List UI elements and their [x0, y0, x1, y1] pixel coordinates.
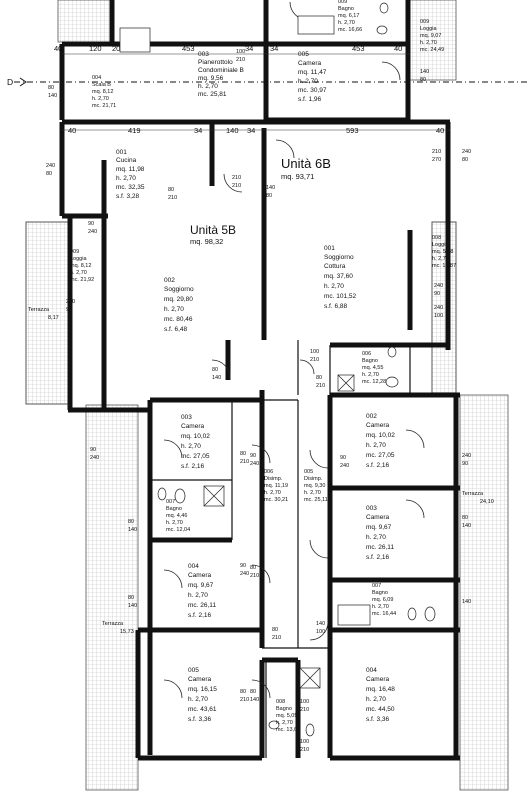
unit-5b-area: mq. 98,32 [190, 237, 224, 246]
door-dimension-label: 140 [316, 621, 326, 627]
door-dimension-label: 100 [236, 49, 246, 55]
door-dimension-label: 140 [212, 375, 222, 381]
door-dimension-label: 100 [434, 313, 444, 319]
door-dimension-label: 80 [48, 85, 55, 91]
door-dimension-label: 90 [90, 447, 97, 453]
door-dimension-label: 80 [272, 627, 279, 633]
section-marker: D [7, 77, 14, 87]
unit-6b-title: Unità 6B [281, 156, 331, 171]
door-dimension-label: 210 [310, 357, 320, 363]
door-dimension-label: 140 [266, 185, 276, 191]
door-dimension-label: 140 [128, 527, 138, 533]
bathroom-fixtures [119, 2, 436, 737]
door-dimension-label: 240 [340, 463, 350, 469]
door-dimension-label: 80 [420, 77, 427, 83]
door-dimension-label: 90 [462, 461, 469, 467]
door-dimension-label: 100 [300, 699, 310, 705]
door-dimension-label: 210 [300, 707, 310, 713]
door-dimension-label: 90 [250, 453, 257, 459]
door-dimension-label: 140 [462, 599, 472, 605]
door-dimension-label: 240 [462, 453, 472, 459]
door-dimension-label: 80 [266, 193, 273, 199]
door-dimension-label: 210 [272, 635, 282, 641]
door-dimension-label: 80 [316, 375, 323, 381]
terrace-left-area [25, 221, 71, 405]
door-dimension-label: 240 [88, 229, 98, 235]
stair-b-area [57, 0, 111, 43]
door-dimension-label: 140 [128, 603, 138, 609]
door-dimension-label: 80 [240, 689, 247, 695]
door-dimension-label: 80 [250, 689, 257, 695]
loggia-top-area [407, 0, 457, 81]
door-dimension-label: 100 [316, 629, 326, 635]
door-dimension-label: 210 [300, 747, 310, 753]
door-dimension-label: 140 [48, 93, 58, 99]
section-arrow-icon [19, 77, 27, 87]
door-dimension-label: 210 [232, 183, 242, 189]
door-dimension-label: 80 [128, 519, 135, 525]
door-dimension-label: 210 [240, 459, 250, 465]
terrace-bottom-left-area [85, 404, 139, 791]
unit-5b-title: Unità 5B [190, 223, 237, 237]
door-dimension-label: 90 [240, 563, 247, 569]
door-dimension-label: 240 [434, 305, 444, 311]
door-dimension-label: 80 [128, 595, 135, 601]
door-dimension-label: 210 [316, 383, 326, 389]
door-dimension-label: 140 [250, 697, 260, 703]
door-dimension-label: 90 [434, 291, 441, 297]
door-dimension-label: 210 [240, 697, 250, 703]
dimension-lines [62, 53, 450, 131]
door-dimension-label: 90 [66, 307, 73, 313]
door-dimension-label: 80 [462, 157, 469, 163]
door-dimension-label: 270 [432, 157, 442, 163]
door-dimension-label: 90 [88, 221, 95, 227]
door-dimension-label: 80 [46, 171, 53, 177]
door-dimension-label: 210 [250, 573, 260, 579]
door-dimension-label: 140 [420, 69, 430, 75]
door-dimension-label: 80 [168, 187, 175, 193]
terrace-right-area [459, 394, 509, 791]
interior-lines [150, 340, 411, 758]
door-dimension-label: 80 [250, 565, 257, 571]
door-dimension-label: 90 [340, 455, 347, 461]
door-dimension-label: 240 [90, 455, 100, 461]
door-dimension-label: 100 [310, 349, 320, 355]
door-dimension-label: 80 [462, 515, 469, 521]
door-dimension-label: 100 [300, 739, 310, 745]
door-dimension-label: 240 [46, 163, 56, 169]
door-dimension-label: 270 [66, 299, 76, 305]
door-dimension-label: 240 [434, 283, 444, 289]
door-dimension-label: 140 [462, 523, 472, 529]
loggia-right-area [431, 221, 457, 397]
door-dimension-label: 210 [432, 149, 442, 155]
door-dimension-label: 240 [240, 571, 250, 577]
door-dimension-label: 80 [240, 451, 247, 457]
door-dimension-label: 210 [236, 57, 246, 63]
door-dimension-label: 210 [232, 175, 242, 181]
door-dimension-label: 210 [168, 195, 178, 201]
door-dimension-label: 240 [462, 149, 472, 155]
unit-6b-area: mq. 93,71 [281, 172, 315, 181]
door-dimension-label: 240 [250, 461, 260, 467]
door-dimension-label: 80 [212, 367, 219, 373]
